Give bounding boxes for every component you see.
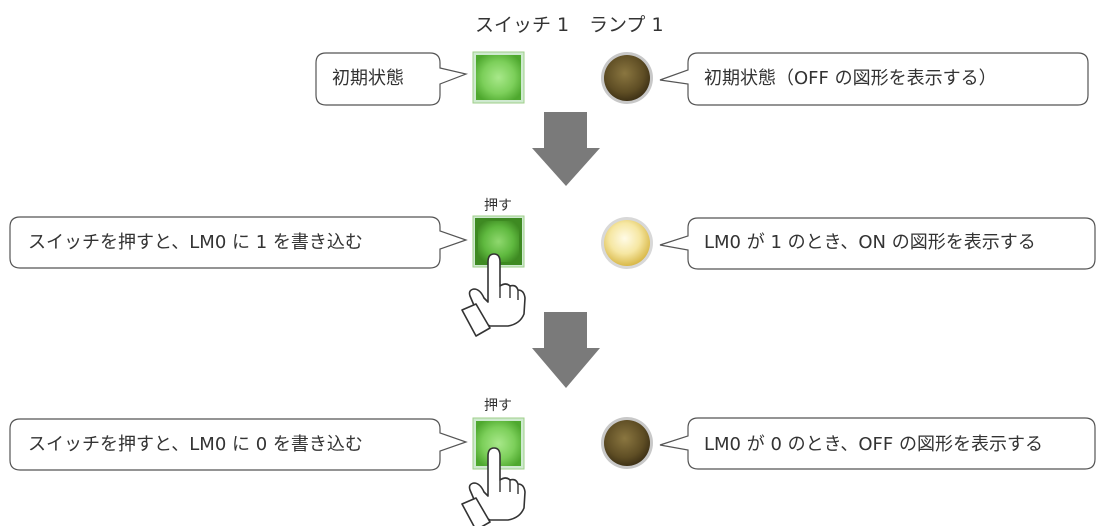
callout-right-2 bbox=[659, 217, 1096, 270]
callout-left-3 bbox=[9, 418, 468, 471]
lamp-header-label: ランプ 1 bbox=[589, 14, 664, 36]
right-callout-text-1: 初期状態（OFF の図形を表示する） bbox=[704, 68, 997, 89]
press-label-3: 押す bbox=[484, 398, 512, 414]
callout-right-1 bbox=[659, 52, 1089, 106]
left-callout-text-2: スイッチを押すと、LM0 に 1 を書き込む bbox=[28, 232, 363, 253]
callout-left-2 bbox=[9, 216, 468, 269]
right-callout-text-2: LM0 が 1 のとき、ON の図形を表示する bbox=[704, 232, 1036, 253]
down-arrow-icon bbox=[532, 312, 600, 388]
callout-right-3 bbox=[659, 417, 1096, 470]
press-label-2: 押す bbox=[484, 198, 512, 214]
right-callout-text-3: LM0 が 0 のとき、OFF の図形を表示する bbox=[704, 434, 1043, 455]
left-callout-text-1: 初期状態 bbox=[332, 68, 404, 89]
down-arrow-icon bbox=[532, 112, 600, 186]
left-callout-text-3: スイッチを押すと、LM0 に 0 を書き込む bbox=[28, 434, 363, 455]
hand-pointer-icon bbox=[461, 253, 526, 337]
switch-header-label: スイッチ 1 bbox=[475, 14, 570, 36]
hand-pointer-icon bbox=[461, 447, 526, 526]
callout-left-1 bbox=[315, 52, 469, 106]
